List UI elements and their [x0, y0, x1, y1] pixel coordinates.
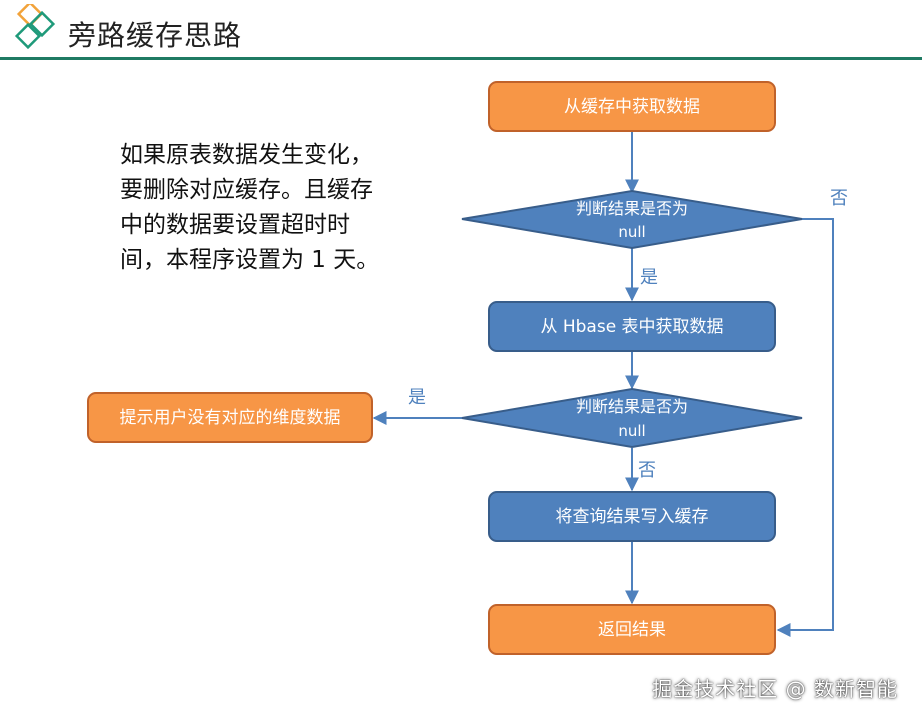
node-get-hbase: 从 Hbase 表中获取数据 — [488, 301, 776, 352]
node-check2-label-2: null — [618, 422, 645, 440]
connectors — [372, 131, 834, 637]
edge-label-check1-no: 否 — [830, 188, 848, 209]
edge-label-check1-yes: 是 — [640, 267, 658, 288]
node-get-cache: 从缓存中获取数据 — [488, 81, 776, 132]
node-get-cache-label: 从缓存中获取数据 — [564, 97, 700, 117]
edge-check1-no-to-return — [776, 218, 834, 637]
description-text: 如果原表数据发生变化，要删除对应缓存。且缓存中的数据要设置超时时间，本程序设置为… — [120, 142, 380, 273]
page-title: 旁路缓存思路 — [68, 19, 243, 52]
header-divider — [0, 57, 922, 60]
header: 旁路缓存思路 — [0, 0, 922, 60]
node-write-cache-label: 将查询结果写入缓存 — [556, 507, 709, 527]
node-write-cache: 将查询结果写入缓存 — [488, 491, 776, 542]
diamond-logo-icon — [14, 4, 56, 50]
node-get-hbase-label: 从 Hbase 表中获取数据 — [540, 317, 723, 337]
edge-label-check2-no: 否 — [638, 460, 656, 481]
watermark-footer: 掘金技术社区 @ 数新智能 — [652, 677, 898, 701]
node-check1: 判断结果是否为 null — [461, 189, 803, 250]
node-check1-label-1: 判断结果是否为 — [576, 199, 688, 218]
node-no-data-label: 提示用户没有对应的维度数据 — [120, 408, 341, 428]
node-return-label: 返回结果 — [598, 620, 666, 640]
node-check2: 判断结果是否为 null — [461, 387, 803, 449]
node-check1-label-2: null — [618, 223, 645, 241]
node-no-data: 提示用户没有对应的维度数据 — [87, 392, 373, 443]
edge-label-check2-yes: 是 — [408, 387, 426, 408]
node-check2-label-1: 判断结果是否为 — [576, 397, 688, 416]
node-return: 返回结果 — [488, 604, 776, 655]
